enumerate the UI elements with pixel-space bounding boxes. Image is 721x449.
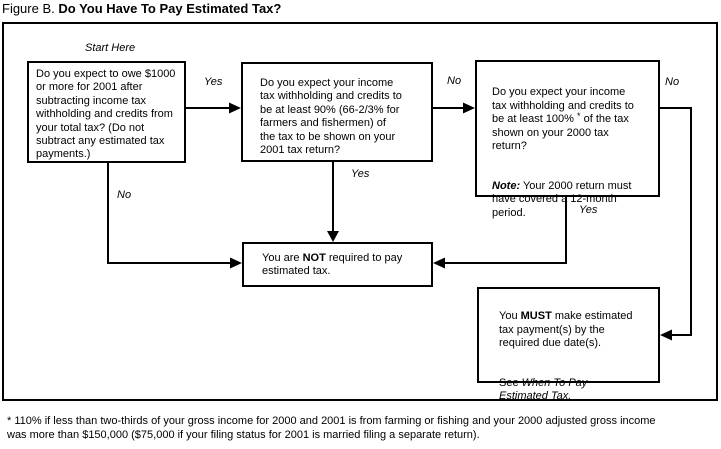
footnote-text: * 110% if less than two-thirds of your g… — [7, 415, 656, 441]
connector-start-no-arrowhead — [230, 257, 242, 269]
decision-box-withholding-90-text: Do you expect your income tax withholdin… — [260, 77, 402, 157]
decision-box-owe-1000-text: Do you expect to owe $1000 or more for 2… — [36, 68, 176, 161]
must-pay-emphasis: MUST — [520, 310, 552, 323]
connector-mid-yes-arrowhead — [327, 231, 339, 242]
connector-start-yes-arrowhead — [229, 102, 241, 114]
not-required-text-part1: You are — [262, 252, 303, 264]
footnote-asterisk-marker: * — [577, 111, 581, 122]
decision-box-withholding-100: Do you expect your income tax withholdin… — [475, 60, 660, 219]
see-prefix: See — [499, 377, 522, 390]
start-here-label: Start Here — [85, 42, 136, 54]
must-pay-see-reference: See When To Pay Estimated Tax. — [499, 377, 654, 404]
connector-right-no-line — [660, 107, 692, 336]
question-text-part1: Do you expect your income tax withholdin… — [492, 86, 634, 126]
no-label-start-down: No — [117, 189, 132, 201]
connector-start-no-line — [107, 163, 232, 264]
must-pay-text-part1: You — [499, 310, 521, 323]
connector-right-no-arrowhead — [660, 329, 672, 341]
yes-label-start-to-mid: Yes — [204, 76, 223, 88]
yes-label-right-down: Yes — [579, 204, 598, 216]
question-text-part2: of the tax shown on your 2000 tax return… — [492, 113, 629, 153]
no-label-mid-to-right: No — [447, 75, 462, 87]
yes-label-mid-down: Yes — [351, 168, 370, 180]
note-text: Your 2000 return must have covered a 12-… — [492, 179, 632, 219]
decision-box-withholding-90: Do you expect your income tax withholdin… — [241, 62, 433, 162]
connector-mid-no-arrowhead — [463, 102, 475, 114]
not-required-text-part2: required to pay estimated tax. — [262, 252, 403, 278]
decision-box-withholding-100-note: Note: Your 2000 return must have covered… — [492, 180, 654, 220]
figure-title-prefix: Figure B. — [2, 1, 59, 16]
see-reference-title: When To Pay Estimated Tax. — [499, 377, 588, 403]
decision-box-owe-1000: Do you expect to owe $1000 or more for 2… — [27, 61, 186, 163]
no-label-right-down: No — [665, 76, 680, 88]
result-box-must-pay: You MUST make estimated tax payment(s) b… — [477, 287, 660, 402]
figure-title-main: Do You Have To Pay Estimated Tax? — [58, 1, 282, 16]
figure-title: Figure B. Do You Have To Pay Estimated T… — [2, 1, 281, 16]
must-pay-text-part2: make estimated tax payment(s) by the req… — [499, 310, 633, 350]
connector-right-yes-arrowhead — [433, 257, 445, 269]
note-label: Note: — [492, 179, 521, 192]
not-required-emphasis: NOT — [302, 252, 326, 264]
must-pay-statement: You MUST make estimated tax payment(s) b… — [499, 310, 654, 350]
decision-box-withholding-100-question: Do you expect your income tax withholdin… — [492, 86, 654, 153]
connector-right-yes-line — [443, 197, 567, 264]
result-box-not-required: You are NOT required to pay estimated ta… — [242, 242, 433, 287]
